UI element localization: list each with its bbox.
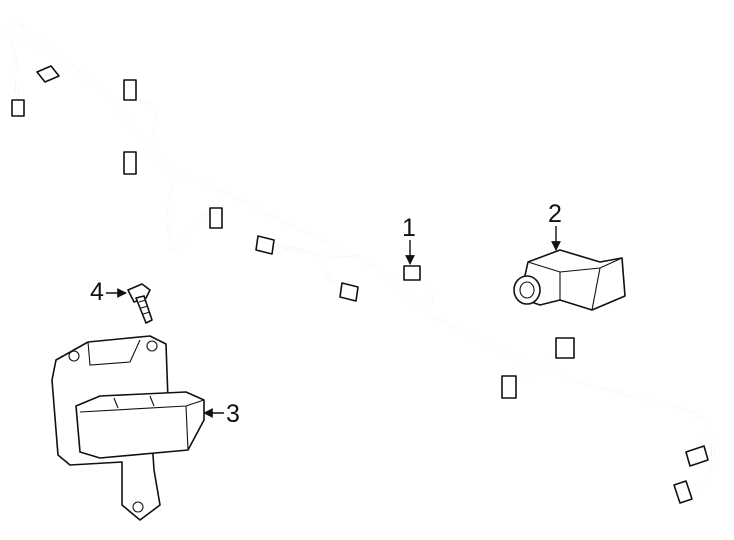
callout-3: 3 (203, 400, 240, 428)
park-assist-sensor (513, 249, 626, 311)
callout-2: 2 (548, 200, 562, 251)
wiring-harness (7, 23, 715, 504)
callout-1: 1 (402, 214, 416, 265)
callout-4: 4 (90, 278, 127, 306)
svg-text:3: 3 (226, 400, 240, 428)
svg-text:2: 2 (548, 200, 562, 228)
bolt (127, 283, 153, 324)
svg-text:4: 4 (90, 278, 104, 306)
harness-connector (11, 65, 709, 504)
svg-text:1: 1 (402, 214, 416, 242)
control-module (51, 335, 205, 521)
